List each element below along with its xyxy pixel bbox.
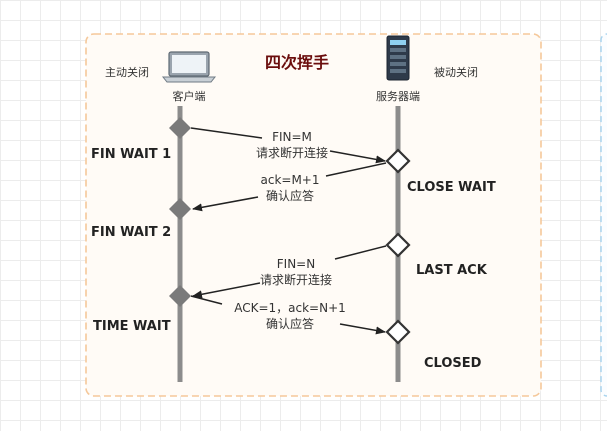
msg-1-line-1: FIN=M	[272, 130, 312, 144]
server-name-label: 服务器端	[376, 90, 420, 103]
msg-2-line-2: 确认应答	[266, 188, 314, 203]
client-role-label: 主动关闭	[105, 65, 149, 79]
diagram-title: 四次挥手	[265, 53, 329, 72]
msg-1-line-2: 请求断开连接	[256, 145, 328, 160]
msg-1-arrow	[329, 150, 386, 164]
client-state-time-wait: TIME WAIT	[93, 319, 171, 334]
msg-2-arrow	[192, 196, 259, 212]
client-name-label: 客户端	[173, 89, 206, 103]
server-state-closed: CLOSED	[424, 356, 482, 371]
client-node-2	[169, 198, 191, 220]
server-node-3	[385, 319, 411, 345]
msg-4-arrow-tail	[190, 295, 223, 305]
msg-2-line-1: ack=M+1	[261, 173, 320, 187]
laptop-icon	[161, 51, 217, 83]
msg-4-line-2: 确认应答	[266, 316, 314, 331]
msg-1-arrow-tail	[190, 127, 263, 139]
server-role-label: 被动关闭	[434, 65, 478, 79]
client-state-fin-wait-1: FIN WAIT 1	[91, 147, 171, 162]
server-state-last-ack: LAST ACK	[416, 263, 488, 278]
msg-3-arrow	[192, 282, 261, 299]
msg-4-arrow	[339, 323, 386, 335]
msg-3-arrow-tail	[334, 245, 387, 260]
msg-4-line-1: ACK=1，ack=N+1	[234, 301, 346, 315]
client-node-3	[169, 285, 191, 307]
client-node-1	[169, 117, 191, 139]
side-panel	[600, 33, 607, 397]
server-node-1	[385, 148, 411, 174]
msg-3-line-2: 请求断开连接	[260, 272, 332, 287]
server-icon	[386, 35, 410, 81]
msg-2-arrow-tail	[325, 162, 387, 177]
server-state-close-wait: CLOSE WAIT	[407, 180, 496, 195]
msg-3-line-1: FIN=N	[277, 257, 315, 271]
client-state-fin-wait-2: FIN WAIT 2	[91, 225, 171, 240]
server-node-2	[385, 232, 411, 258]
diagram-frame	[85, 33, 542, 397]
